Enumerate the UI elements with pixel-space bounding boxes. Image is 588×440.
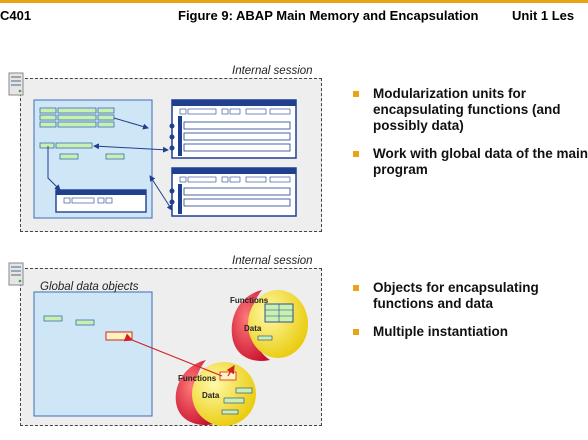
bullets-top: Modularization units for encapsulating f… bbox=[353, 86, 588, 190]
bullet-square-icon bbox=[353, 91, 359, 97]
data-label-2: Data bbox=[202, 391, 220, 400]
module-top-1 bbox=[169, 99, 297, 159]
bullet-item: Multiple instantiation bbox=[353, 324, 588, 340]
bullet-item: Objects for encapsulating functions and … bbox=[353, 280, 588, 312]
global-data-label: Global data objects bbox=[40, 281, 139, 293]
session-label-top: Internal session bbox=[232, 65, 313, 77]
bullet-item: Work with global data of the main progra… bbox=[353, 146, 588, 178]
bullets-bottom: Objects for encapsulating functions and … bbox=[353, 280, 588, 352]
main-program-top bbox=[33, 99, 153, 219]
header-accent-bar bbox=[0, 0, 588, 3]
session-label-bottom: Internal session bbox=[232, 255, 313, 267]
object-instance-2 bbox=[175, 360, 256, 426]
bullet-item: Modularization units for encapsulating f… bbox=[353, 86, 588, 134]
figure-title: Figure 9: ABAP Main Memory and Encapsula… bbox=[178, 8, 479, 23]
bullet-square-icon bbox=[353, 151, 359, 157]
object-instance-1 bbox=[231, 290, 308, 361]
server-icon bbox=[8, 72, 24, 96]
global-data-area bbox=[33, 291, 153, 417]
bullet-square-icon bbox=[353, 285, 359, 291]
functions-label-1: Functions bbox=[230, 296, 269, 305]
unit-label: Unit 1 Les bbox=[512, 8, 575, 23]
functions-label-2: Functions bbox=[178, 374, 217, 383]
server-icon bbox=[8, 262, 24, 286]
course-code: C401 bbox=[0, 8, 32, 23]
data-label-1: Data bbox=[244, 324, 262, 333]
bullet-square-icon bbox=[353, 329, 359, 335]
module-top-2 bbox=[169, 167, 297, 217]
